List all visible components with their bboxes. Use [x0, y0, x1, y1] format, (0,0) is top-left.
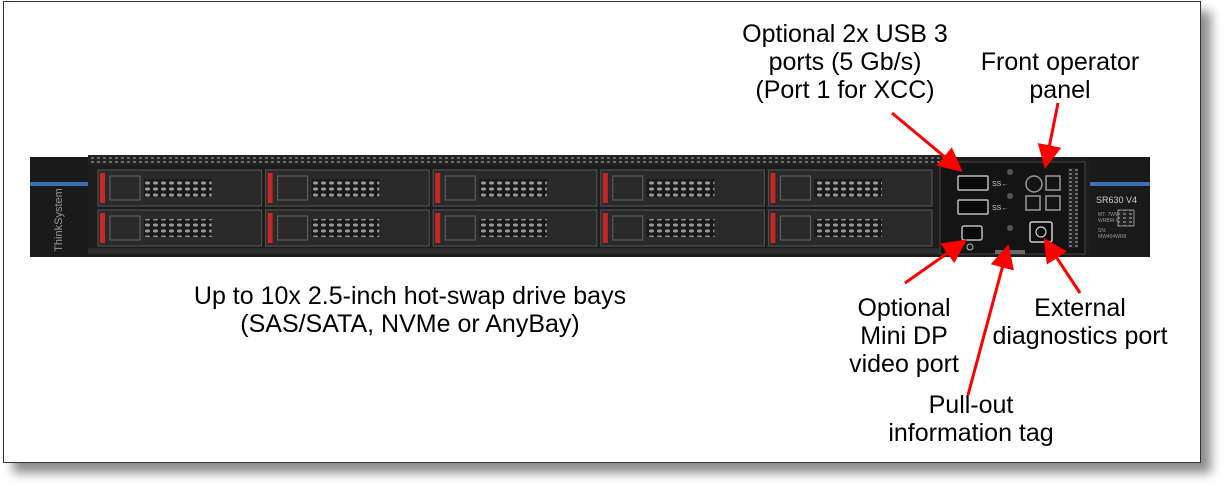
- drive-handle[interactable]: [444, 215, 476, 241]
- callout-drive-bays: Up to 10x 2.5-inch hot-swap drive bays (…: [193, 282, 627, 338]
- drive-handle[interactable]: [612, 215, 644, 241]
- drive-bay-10[interactable]: [767, 209, 933, 247]
- tag-line-1: MT: 7WW0-: [1098, 212, 1124, 218]
- diagnostics-port[interactable]: [1029, 221, 1053, 243]
- drive-handle[interactable]: [612, 175, 644, 201]
- drive-vent-grille: [479, 219, 547, 237]
- left-rack-ear: ThinkSystem: [30, 157, 88, 257]
- drive-bay-1[interactable]: [97, 169, 263, 207]
- callout-usb-ports: Optional 2x USB 3 ports (5 Gb/s) (Port 1…: [742, 20, 948, 104]
- front-io-panel: SS← SS←: [939, 161, 1086, 255]
- drive-bay-3[interactable]: [432, 169, 598, 207]
- arrow-usb: [891, 111, 963, 172]
- right-rack-ear: SR630 V4 MT: 7WW0- WRBW-WW SN: MW404WR8: [1090, 157, 1150, 257]
- drive-release-latch[interactable]: [267, 213, 273, 243]
- drive-bay-5[interactable]: [767, 169, 933, 207]
- callout-arrows: [891, 102, 1082, 396]
- drive-handle[interactable]: [277, 215, 309, 241]
- id-button[interactable]: [1045, 175, 1061, 191]
- tag-line-3: SN:: [1098, 228, 1106, 234]
- nmi-button[interactable]: [1025, 195, 1041, 211]
- chassis-top-rail: [88, 155, 948, 165]
- callout-diagnostics-port: External diagnostics port: [992, 294, 1168, 350]
- pull-out-info-tag[interactable]: [995, 250, 1025, 254]
- drive-vent-grille: [814, 179, 882, 197]
- drive-vent-grille: [311, 179, 380, 197]
- drive-bay-8[interactable]: [432, 209, 598, 247]
- drive-vent-grille: [144, 179, 212, 197]
- drive-bay-7[interactable]: [265, 209, 430, 247]
- drive-release-latch[interactable]: [602, 173, 608, 203]
- tag-line-2: WRBW-WW: [1098, 218, 1126, 224]
- panel-vent: [1068, 168, 1078, 248]
- drive-vent-grille: [479, 179, 547, 197]
- drive-handle[interactable]: [109, 175, 141, 201]
- arrow-diagnostics: [1043, 237, 1082, 294]
- chassis-bottom-rail: [88, 248, 948, 254]
- drive-handle[interactable]: [444, 175, 476, 201]
- drive-release-latch[interactable]: [770, 173, 776, 203]
- drive-release-latch[interactable]: [435, 173, 441, 203]
- drive-handle[interactable]: [779, 175, 811, 201]
- status-led-3: [1007, 225, 1013, 231]
- drive-vent-grille: [646, 219, 715, 237]
- drive-bay-2[interactable]: [265, 169, 430, 207]
- usb-logo-top: SS←: [992, 181, 1008, 188]
- drive-handle[interactable]: [779, 215, 811, 241]
- arrow-minidp: [904, 239, 967, 285]
- model-label: SR630 V4: [1096, 195, 1137, 205]
- drive-handle[interactable]: [109, 215, 141, 241]
- arrow-operator: [1037, 102, 1062, 169]
- drive-handle[interactable]: [277, 175, 309, 201]
- drive-release-latch[interactable]: [100, 173, 105, 203]
- usb-port-2[interactable]: [957, 199, 989, 215]
- status-led-2: [1007, 193, 1013, 199]
- reset-button[interactable]: [1045, 195, 1061, 211]
- callout-mini-dp: Optional Mini DP video port: [849, 294, 959, 378]
- tag-line-4: MW404WR8: [1098, 234, 1127, 240]
- qr-code-icon: [1117, 209, 1135, 227]
- status-led-1: [1007, 169, 1013, 175]
- drive-bay-6[interactable]: [97, 209, 263, 247]
- drive-release-latch[interactable]: [602, 213, 608, 243]
- callout-info-tag: Pull-out information tag: [888, 391, 1054, 447]
- drive-bay-4[interactable]: [600, 169, 765, 207]
- dp-icon: [966, 243, 974, 251]
- drive-release-latch[interactable]: [267, 173, 273, 203]
- brand-label: ThinkSystem: [53, 188, 65, 252]
- drive-release-latch[interactable]: [100, 213, 105, 243]
- drive-release-latch[interactable]: [435, 213, 441, 243]
- drive-vent-grille: [144, 219, 212, 237]
- power-button[interactable]: [1025, 175, 1043, 193]
- drive-vent-grille: [814, 219, 882, 237]
- diagnostics-port-icon: [1035, 226, 1047, 238]
- drive-vent-grille: [311, 219, 380, 237]
- drive-vent-grille: [646, 179, 715, 197]
- arrow-infotag: [966, 244, 1014, 396]
- usb-logo-mid: SS←: [992, 205, 1008, 212]
- drive-release-latch[interactable]: [770, 213, 776, 243]
- usb-port-1[interactable]: [957, 175, 989, 191]
- callout-front-operator-panel: Front operator panel: [980, 48, 1140, 104]
- mini-dp-port[interactable]: [961, 225, 983, 241]
- drive-bay-array: [97, 169, 933, 247]
- drive-bay-9[interactable]: [600, 209, 765, 247]
